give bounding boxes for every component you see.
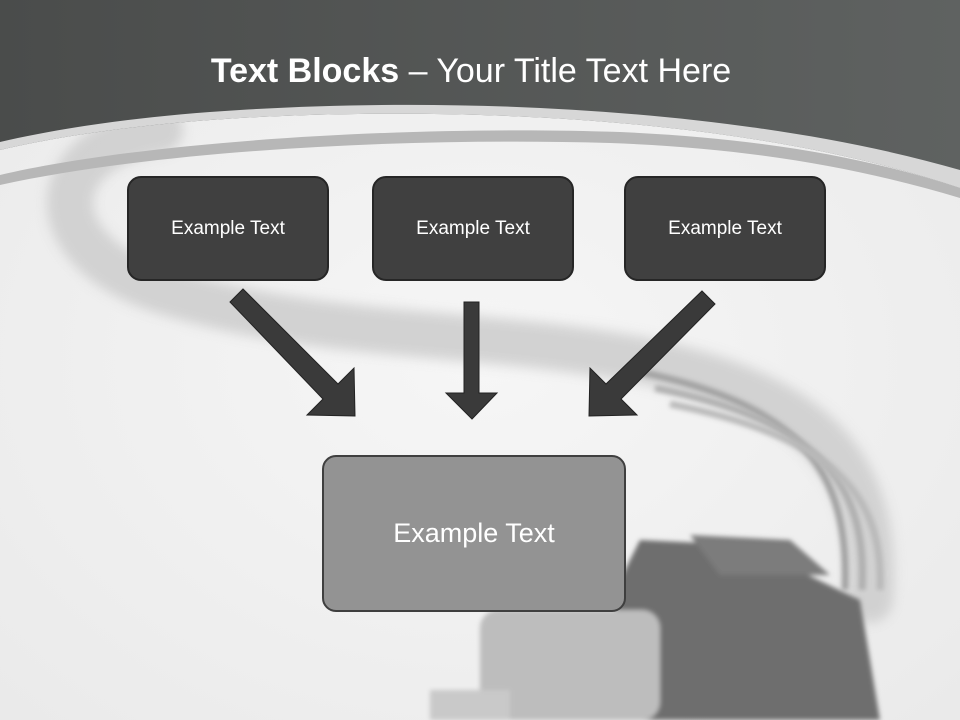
text-block-center-label: Example Text	[393, 518, 555, 548]
title-rest: Your Title Text Here	[436, 52, 732, 90]
plug-decoration	[430, 535, 880, 720]
text-block-2[interactable]: Example Text	[372, 176, 574, 281]
text-block-3-label: Example Text	[668, 217, 782, 239]
header-swoosh-lower	[0, 130, 960, 198]
header-swoosh	[0, 104, 960, 188]
text-block-2-label: Example Text	[416, 217, 530, 239]
arrow-right	[588, 290, 716, 417]
arrow-left	[229, 288, 356, 417]
header-band	[0, 0, 960, 188]
slide-title: Text Blocks – Your Title Text Here	[0, 52, 942, 91]
title-dash: –	[399, 52, 437, 90]
text-block-1[interactable]: Example Text	[127, 176, 329, 281]
title-bold: Text Blocks	[210, 52, 400, 90]
text-block-1-label: Example Text	[171, 217, 285, 239]
text-block-center[interactable]: Example Text	[322, 455, 626, 612]
arrow-middle	[444, 301, 499, 420]
text-block-3[interactable]: Example Text	[624, 176, 826, 281]
cable-decoration	[47, 107, 894, 623]
